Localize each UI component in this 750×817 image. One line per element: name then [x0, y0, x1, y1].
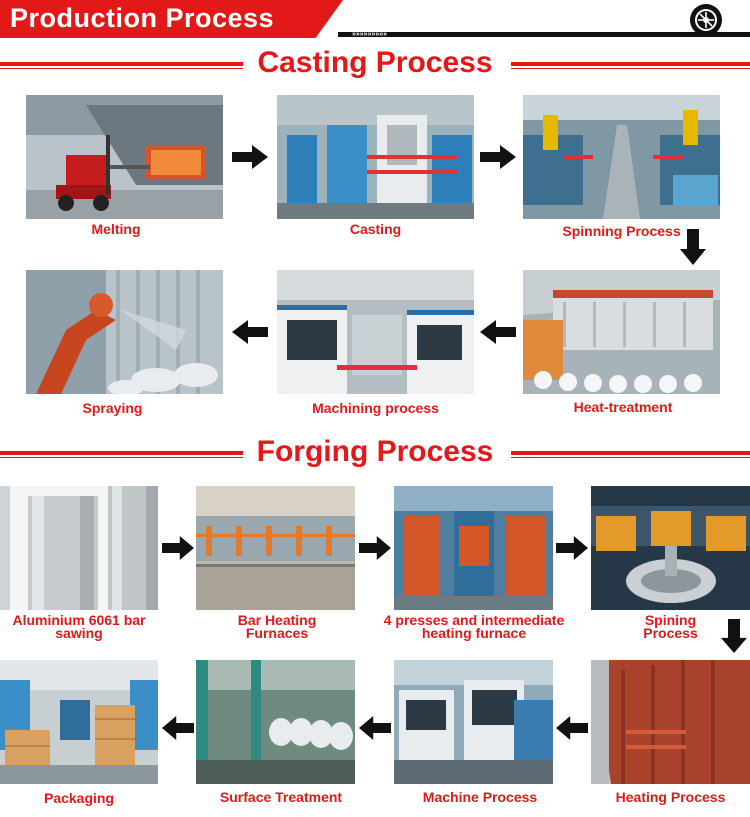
- wheel-logo-icon: [686, 2, 726, 38]
- melting-photo: [26, 95, 223, 219]
- casting-caption-spraying: Spraying: [82, 400, 143, 416]
- packaging-photo: [0, 660, 158, 784]
- spinning-photo: [523, 95, 720, 219]
- spraying-photo: [26, 270, 223, 394]
- heating-process-photo: [591, 660, 750, 784]
- arrow-right-icon: [556, 536, 588, 560]
- left-rule: [0, 62, 243, 66]
- title-ribbon: [0, 0, 343, 38]
- header-rule: [338, 32, 750, 37]
- heat-treatment-photo: [523, 270, 720, 394]
- arrow-left-icon: [359, 716, 391, 740]
- arrow-right-icon: [480, 145, 516, 169]
- machine-process-photo: [394, 660, 553, 784]
- aluminium-bar-photo: [0, 486, 158, 610]
- casting-photo: [277, 95, 474, 219]
- left-rule-thin: [0, 457, 243, 458]
- right-rule-thin: [511, 457, 750, 458]
- forging-title: Forging Process: [256, 435, 494, 468]
- presses-photo: [394, 486, 553, 610]
- arrow-down-icon: [680, 229, 706, 265]
- left-rule-thin: [0, 68, 243, 69]
- left-rule: [0, 451, 243, 455]
- arrow-left-icon: [232, 320, 268, 344]
- right-rule: [511, 62, 750, 66]
- casting-caption-melting: Melting: [91, 221, 141, 237]
- surface-treatment-photo: [196, 660, 355, 784]
- forging-caption-heating: Heating Process: [615, 789, 726, 805]
- header-banner: Production Process »»»»»»»»»: [0, 0, 750, 44]
- machining-photo: [277, 270, 474, 394]
- arrow-left-icon: [480, 320, 516, 344]
- casting-caption-casting: Casting: [349, 221, 402, 237]
- arrow-right-icon: [359, 536, 391, 560]
- chevron-strip: »»»»»»»»»: [352, 31, 388, 38]
- forging-section-header: Forging Process: [0, 435, 750, 475]
- casting-title: Casting Process: [257, 46, 493, 79]
- forging-caption-bar-heating: Bar Heating Furnaces: [237, 612, 317, 641]
- arrow-right-icon: [162, 536, 194, 560]
- forging-caption-packaging: Packaging: [43, 790, 115, 806]
- bar-heating-photo: [196, 486, 355, 610]
- forging-caption-spining: Spining Process: [643, 612, 698, 641]
- spining-photo: [591, 486, 750, 610]
- casting-section-header: Casting Process: [0, 46, 750, 86]
- forging-caption-surface: Surface Treatment: [219, 789, 343, 805]
- arrow-left-icon: [162, 716, 194, 740]
- casting-caption-machining: Machining process: [312, 400, 439, 416]
- right-rule-thin: [511, 68, 750, 69]
- arrow-right-icon: [232, 145, 268, 169]
- forging-caption-presses: 4 presses and intermediate heating furna…: [383, 612, 565, 641]
- forging-caption-machine: Machine Process: [422, 789, 538, 805]
- page-title: Production Process: [10, 3, 275, 33]
- arrow-left-icon: [556, 716, 588, 740]
- forging-caption-bar-sawing: Aluminium 6061 bar sawing: [12, 612, 146, 641]
- casting-caption-spinning: Spinning Process: [562, 223, 681, 239]
- right-rule: [511, 451, 750, 455]
- casting-caption-heat-treatment: Heat-treatment: [573, 399, 673, 415]
- arrow-down-icon: [721, 619, 747, 653]
